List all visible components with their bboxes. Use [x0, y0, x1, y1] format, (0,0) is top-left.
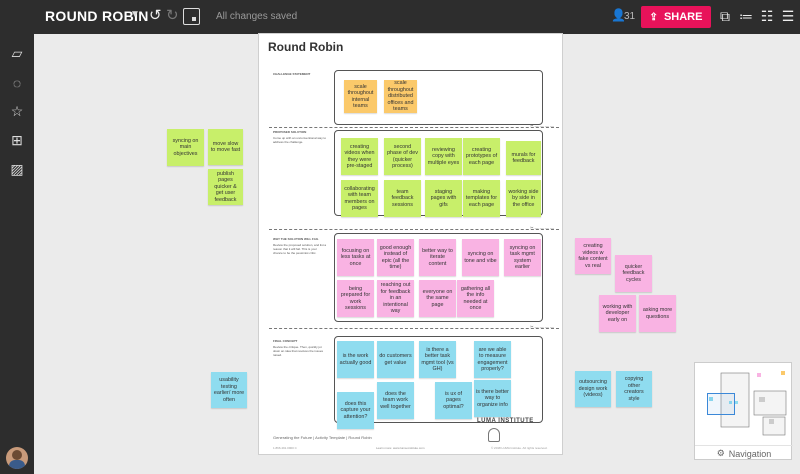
cut-line	[269, 328, 559, 329]
share-button[interactable]: ⇪ SHARE	[641, 6, 711, 28]
activity-icon[interactable]: ≔	[739, 8, 753, 24]
sticky-note[interactable]: good enough instead of epic (all the tim…	[377, 239, 414, 276]
image-icon[interactable]: ▨	[10, 161, 24, 177]
sticky-note[interactable]: outsourcing design work (videos)	[575, 371, 611, 407]
chat-icon[interactable]: ⧉	[720, 8, 730, 24]
sticky-note[interactable]: do customers get value	[377, 341, 414, 378]
sticky-note[interactable]: collaborating with team members on pages	[341, 180, 378, 217]
sticky-note[interactable]: reaching out for feedback in an intentio…	[377, 280, 414, 317]
sticky-note[interactable]: copying other creators style	[616, 371, 652, 407]
navigation-toggle[interactable]: ⚙ Navigation	[695, 445, 793, 461]
mural-title[interactable]: ROUND ROBIN	[45, 8, 149, 24]
comment-icon[interactable]: ◌	[12, 75, 22, 91]
luma-logo	[488, 428, 500, 442]
sticky-note[interactable]: quicker feedback cycles	[615, 255, 652, 292]
footer-copyright: © 2018 LUMA Institute. All rights reserv…	[491, 446, 548, 450]
section-label: CHALLENGE STATEMENT	[273, 72, 311, 76]
cut-label: ✂ — — — —	[530, 324, 554, 329]
sticky-note[interactable]: does the team work well together	[377, 382, 414, 419]
sticky-note[interactable]: murals for feedback	[506, 141, 541, 175]
cut-line	[269, 229, 559, 230]
sticky-note[interactable]: syncing on task mgmt system earlier	[504, 239, 541, 276]
sticky-note[interactable]: working side by side in the office	[506, 180, 541, 217]
sticky-note[interactable]: publish pages quicker & get user feedbac…	[208, 169, 243, 205]
sticky-note[interactable]: focusing on less tasks at once	[337, 239, 374, 276]
cut-line	[269, 127, 559, 128]
sticky-note[interactable]: is the work actually good	[337, 341, 374, 378]
redo-icon[interactable]: ↻	[166, 7, 179, 24]
sticky-note[interactable]: creating prototypes of each page	[463, 138, 500, 175]
save-status: All changes saved	[216, 11, 298, 22]
menu-icon[interactable]: ☰	[781, 8, 795, 24]
section-fail	[334, 233, 543, 322]
undo-icon[interactable]: ↺	[149, 7, 162, 24]
left-toolbar: ⇤ ▱ ◌ ☆ ⊞ ▨	[0, 0, 34, 474]
sticky-note[interactable]: working with developer early on	[599, 295, 636, 332]
upload-icon: ⇪	[649, 11, 658, 23]
section-challenge	[334, 70, 543, 125]
gear-icon: ⚙	[716, 448, 725, 458]
user-icon: 👤	[611, 8, 626, 22]
viewport-indicator[interactable]	[707, 393, 735, 415]
sticky-note[interactable]: is there better way to organize info	[474, 380, 511, 417]
cut-label: ✂ — — — —	[530, 123, 554, 128]
star-icon[interactable]: ☆	[10, 103, 24, 119]
chevron-down-icon[interactable]: ▼	[130, 9, 140, 20]
footer-link: Learn more: www.luma-institute.com	[376, 446, 425, 450]
sticky-note[interactable]: does this capture your attention?	[337, 392, 374, 429]
sticky-note[interactable]: syncing on tone and vibe	[462, 239, 499, 276]
outline-icon[interactable]: ☷	[760, 8, 774, 24]
grid-icon[interactable]: ⊞	[11, 132, 23, 148]
sticky-note[interactable]: staging pages with gifs	[425, 180, 462, 217]
sticky-note[interactable]: syncing on main objectives	[167, 129, 204, 166]
sticky-note[interactable]: everyone on the same page	[419, 280, 456, 317]
navigation-panel[interactable]: ⚙ Navigation	[694, 362, 793, 461]
sticky-note[interactable]: is there a better task mgmt tool (vs GH)	[419, 341, 456, 378]
minimap[interactable]	[699, 367, 789, 443]
sticky-note[interactable]: usability testing earlier/ more often	[211, 372, 247, 408]
sticky-note[interactable]: being prepared for work sessions	[337, 280, 374, 317]
sticky-note-icon[interactable]: ▱	[11, 45, 23, 61]
sticky-note[interactable]: is ux of pages optimal?	[435, 382, 472, 419]
sticky-note[interactable]: creating videos w fake content vs real	[575, 238, 611, 274]
avatar[interactable]	[6, 447, 28, 469]
navigation-label: Navigation	[728, 448, 772, 459]
sticky-note[interactable]: second phase of dev (quicker process)	[384, 138, 421, 175]
sticky-note[interactable]: team feedback sessions	[384, 180, 421, 217]
luma-wordmark: LUMA INSTITUTE	[477, 418, 534, 424]
sticky-note[interactable]: scale throughout internal teams	[344, 80, 377, 113]
share-label: SHARE	[663, 11, 703, 23]
sticky-note[interactable]: gathering all the info needed at once	[457, 280, 494, 317]
user-count: 31	[624, 11, 636, 22]
sticky-note[interactable]: making templates for each page	[463, 180, 500, 217]
footer-text: Generating the Future | Activity Templat…	[273, 435, 372, 440]
frame-icon[interactable]	[183, 8, 200, 25]
page-title: Round Robin	[268, 40, 344, 54]
sticky-note[interactable]: move slow to move fast	[208, 129, 243, 165]
sticky-note[interactable]: reviewing copy with multiple eyes	[425, 138, 462, 175]
sticky-note[interactable]: better way to iterate content	[419, 239, 456, 276]
sticky-note[interactable]: are we able to measure engagement proper…	[474, 341, 511, 378]
sticky-note[interactable]: scale throughout distributed offices and…	[384, 80, 417, 113]
sticky-note[interactable]: creating videos when they were pre-stage…	[341, 138, 378, 175]
section-final	[334, 336, 543, 423]
footer-phone: 1.866.491.0900 C	[273, 446, 297, 450]
top-bar: ROUND ROBIN ▼ ↺ ↻ All changes saved 👤 31…	[0, 0, 800, 34]
sticky-note[interactable]: asking more questions	[639, 295, 676, 332]
cut-label: ✂ — — — —	[530, 225, 554, 230]
